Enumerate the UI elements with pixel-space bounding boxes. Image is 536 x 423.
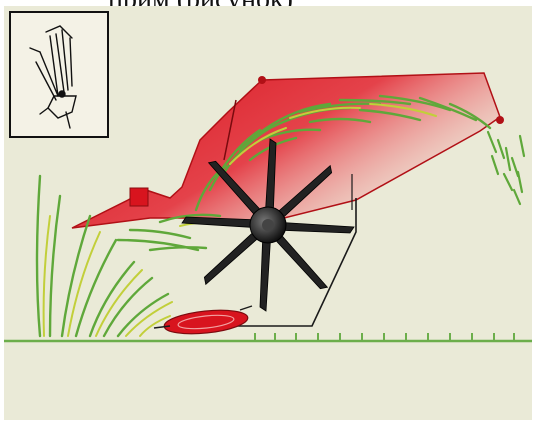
inset-sketch bbox=[10, 12, 108, 137]
